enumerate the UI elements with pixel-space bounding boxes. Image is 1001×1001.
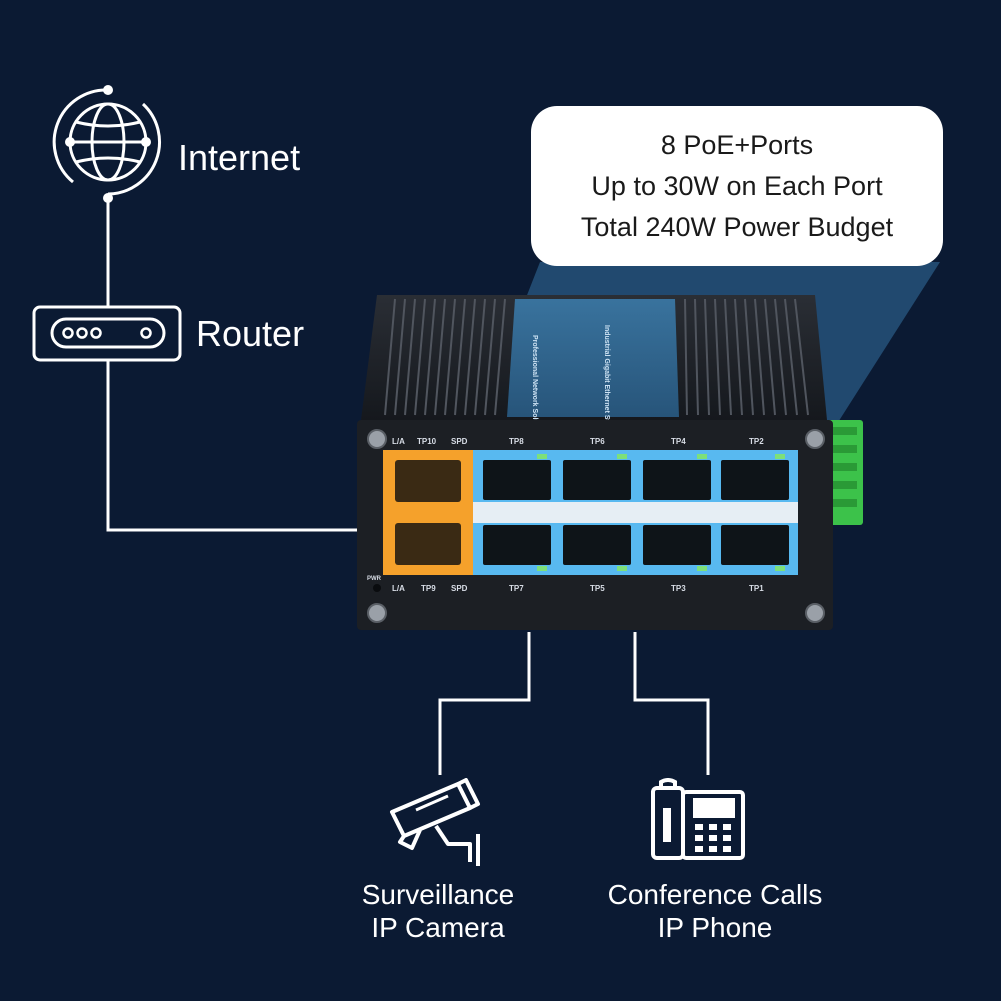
port-label-tp1: TP1 [749, 584, 764, 593]
camera-label-line2: IP Camera [371, 912, 505, 943]
router-icon [32, 305, 182, 362]
port-label-bottom-la: L/A [392, 584, 405, 593]
port-label-top-tp10: TP10 [417, 437, 437, 446]
port-label-top-spd: SPD [451, 437, 468, 446]
phone-label: Conference Calls IP Phone [585, 878, 845, 944]
port-label-tp2: TP2 [749, 437, 764, 446]
phone-icon [651, 778, 745, 860]
port-label-top-la: L/A [392, 437, 405, 446]
port-label-tp8: TP8 [509, 437, 524, 446]
pwr-led [373, 584, 381, 592]
router-label: Router [196, 313, 305, 354]
poe-callout: 8 PoE+Ports Up to 30W on Each Port Total… [531, 106, 943, 266]
camera-label-line1: Surveillance [361, 879, 515, 910]
pwr-label: PWR [367, 576, 382, 582]
port-label-tp5: TP5 [590, 584, 605, 593]
brand-text: Professional Network Solution [531, 335, 538, 437]
port-label-tp3: TP3 [671, 584, 686, 593]
poe-switch: Professional Network Solution Industrial… [357, 295, 863, 630]
globe-icon [52, 85, 161, 203]
callout-line-ports: 8 PoE+Ports [660, 130, 814, 160]
camera-icon [390, 778, 480, 866]
callout-line-per-port: Up to 30W on Each Port [591, 171, 883, 201]
camera-label: Surveillance IP Camera [338, 878, 538, 944]
port-label-tp6: TP6 [590, 437, 605, 446]
port-label-bottom-spd: SPD [451, 584, 468, 593]
port-label-tp7: TP7 [509, 584, 524, 593]
model-text: Industrial Gigabit Ethernet Switch [603, 325, 610, 437]
phone-label-line1: Conference Calls [607, 879, 823, 910]
callout-line-budget: Total 240W Power Budget [580, 212, 894, 242]
port-label-tp9: TP9 [421, 584, 436, 593]
phone-label-line2: IP Phone [657, 912, 773, 943]
internet-label: Internet [178, 137, 301, 178]
port-label-tp4: TP4 [671, 437, 686, 446]
